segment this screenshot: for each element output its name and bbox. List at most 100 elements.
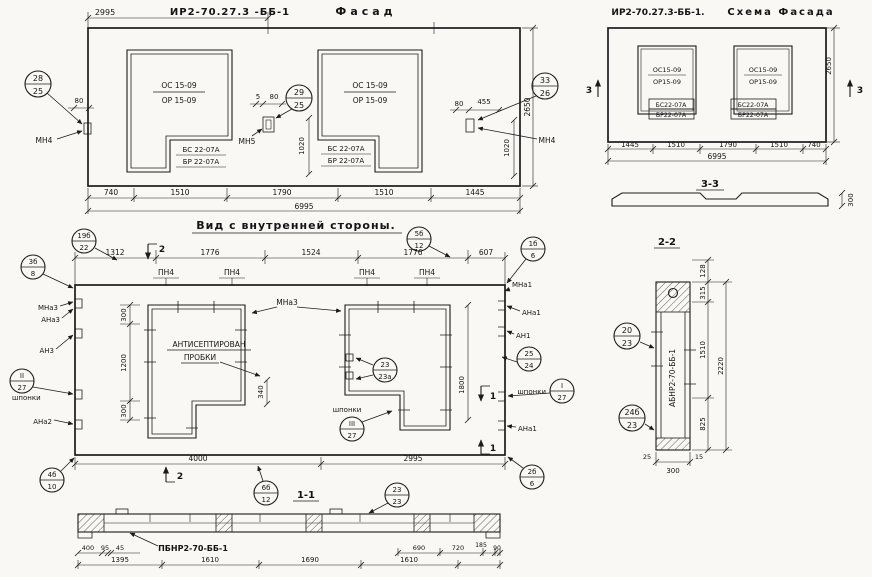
shponka-mark: [345, 353, 354, 362]
svg-text:12: 12: [415, 242, 424, 250]
section-2-2-drawing: 2-2 АБНР2-70-ББ-1 128 315 1510 825 2220 …: [613, 237, 732, 475]
dim-45: 45: [116, 544, 124, 552]
svg-text:25: 25: [294, 101, 304, 110]
strip-dim: 1610: [201, 556, 219, 564]
callout-19b-22: 19б 22: [71, 228, 118, 261]
dim-825: 825: [699, 417, 707, 430]
scheme-dim: 1790: [719, 141, 737, 149]
sill2-mark-bottom: БР 22-07А: [328, 157, 365, 165]
scheme-drawing: ИР2-70.27.3-ББ-1. Схема Фасада ОС15-09 О…: [586, 7, 863, 210]
callout-I-27: I 27: [507, 378, 575, 404]
svg-text:5б: 5б: [415, 230, 424, 238]
callout-20-23: 20 23: [613, 322, 655, 350]
svg-text:27: 27: [558, 394, 567, 402]
scheme-dim: 1445: [621, 141, 639, 149]
callout-4b-10: 4б 10: [39, 457, 75, 493]
label-shponki-mid: шпонки: [333, 406, 362, 414]
svg-text:4б: 4б: [48, 471, 57, 479]
section-1-1-drawing: 1-1 23 23 ПБНР2-70-ББ-1 400 95 45 690 72…: [74, 482, 504, 569]
inner-dim: 1776: [200, 248, 219, 257]
facade-dim: 1510: [374, 188, 393, 197]
svg-text:ПН4: ПН4: [419, 268, 435, 277]
inner-dim: 1776: [403, 248, 422, 257]
label-an3-left: АН3: [39, 347, 54, 355]
scheme-win2-top: ОС15-09: [749, 66, 778, 74]
label-an1-right: АН1: [516, 332, 531, 340]
label-ana1b-right: АНа1: [518, 425, 537, 433]
svg-text:23: 23: [622, 339, 632, 348]
dim-315: 315: [699, 286, 707, 299]
svg-text:1: 1: [490, 392, 496, 402]
scheme-dim: 1510: [667, 141, 685, 149]
svg-text:29: 29: [294, 88, 304, 97]
svg-text:ПН4: ПН4: [158, 268, 174, 277]
svg-text:22: 22: [80, 244, 89, 252]
callout-III-27: III 27: [339, 410, 393, 442]
callout-2b-6: 2б 6: [507, 456, 545, 490]
window1-mark-top: ОС 15-09: [161, 81, 197, 90]
inner-window-right: [344, 304, 451, 431]
dim-300: 300: [666, 467, 679, 475]
svg-text:12: 12: [262, 496, 271, 504]
callout-5b-12: 5б 12: [406, 226, 451, 258]
dim-80-right: 80: [455, 100, 464, 108]
svg-text:23: 23: [393, 498, 402, 506]
facade-dim: 740: [104, 188, 119, 197]
lifting-loop: [667, 287, 679, 299]
dim-25: 25: [643, 453, 651, 461]
window2-mark-top: ОС 15-09: [352, 81, 388, 90]
label-mn4-left: МН4: [36, 136, 53, 145]
facade-dim: 1790: [272, 188, 291, 197]
svg-text:ПН4: ПН4: [359, 268, 375, 277]
dim-300-top: 300: [120, 308, 128, 321]
svg-text:III: III: [349, 420, 355, 428]
scheme-dim: 1510: [770, 141, 788, 149]
scheme-code: ИР2-70.27.3-ББ-1.: [611, 8, 704, 18]
facade-window-1: [126, 49, 233, 173]
svg-text:БС22-07А: БС22-07А: [738, 102, 770, 109]
callout-1b-6: 1б 6: [506, 236, 546, 284]
dim-90: 90: [493, 545, 501, 552]
scheme-win2-bottom: ОР15-09: [749, 78, 777, 86]
strip-dim: 1610: [400, 556, 418, 564]
facade-panel: [87, 27, 521, 187]
callout-25-24: 25 24: [501, 346, 542, 372]
label-mna1-right: МНа1: [512, 281, 532, 289]
callout-24b-23: 24б 23: [618, 404, 655, 432]
edge-plates: [75, 298, 506, 431]
facade-total-dim: 6995: [294, 202, 313, 211]
svg-text:1: 1: [490, 444, 496, 454]
scheme-total-dim: 6995: [707, 152, 726, 161]
frame-ticks: [144, 301, 452, 429]
sill2-mark-top: БС 22-07А: [327, 145, 364, 153]
frame-ticks: [651, 331, 696, 385]
svg-text:БР22-07А: БР22-07А: [738, 112, 769, 119]
label-ana1-right: АНа1: [522, 309, 541, 317]
part-label-pbnr: ПБНР2-70-ББ-1: [158, 544, 228, 553]
svg-text:I: I: [561, 382, 563, 390]
inner-dim: 607: [479, 248, 494, 257]
label-ana3-left: АНа3: [41, 316, 60, 324]
scheme-window-2: [733, 45, 793, 115]
svg-text:23: 23: [627, 421, 637, 430]
svg-text:3: 3: [857, 86, 863, 96]
callout-29-25: 29 25: [275, 84, 313, 119]
scheme-panel: [607, 27, 827, 143]
strip-dim: 1690: [301, 556, 319, 564]
note-antiseptic-1: АНТИСЕПТИРОВАН: [172, 340, 245, 349]
window2-mark-bottom: ОР 15-09: [353, 96, 388, 105]
facade-dim: 1510: [170, 188, 189, 197]
dim-5: 5: [256, 93, 260, 101]
facade-window-2: [317, 49, 423, 173]
svg-text:6: 6: [530, 480, 535, 488]
scheme-window-1: [637, 45, 697, 115]
svg-text:33: 33: [540, 76, 550, 85]
svg-text:ПН4: ПН4: [224, 268, 240, 277]
pn4-labels: ПН4 ПН4 ПН4 ПН4: [153, 268, 440, 286]
plate-mn4-left: [83, 122, 92, 135]
dim-128: 128: [699, 264, 707, 277]
strip-dim: 1395: [111, 556, 129, 564]
inner-view-drawing: Вид с внутренней стороны. 1312 1776 1524…: [9, 219, 575, 506]
dim-1020-right: 1020: [503, 139, 511, 157]
shponka-mark: [345, 371, 354, 380]
